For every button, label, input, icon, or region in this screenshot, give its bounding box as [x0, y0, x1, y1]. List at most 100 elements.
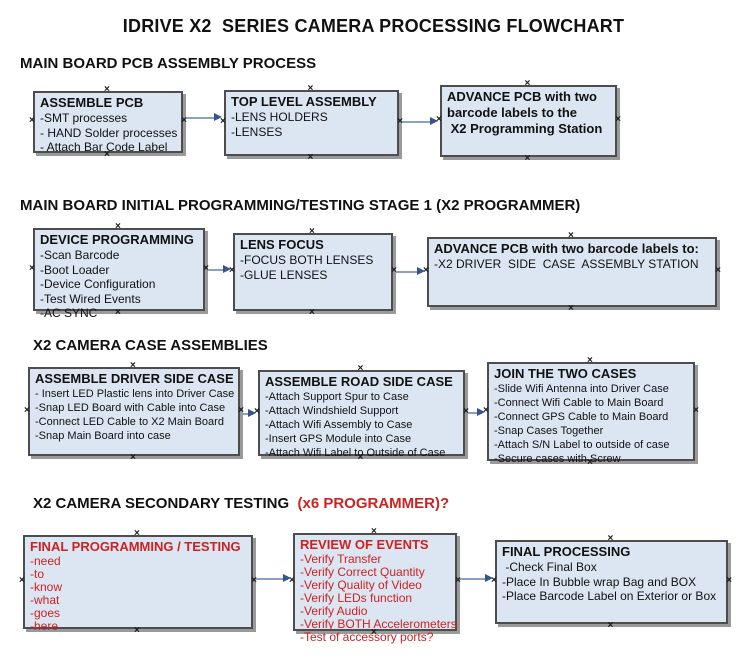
box-line: -Connect Wifi Cable to Main Board — [494, 397, 664, 409]
box-line: -Scan Barcode — [40, 248, 120, 262]
box-line: -Attach Support Spur to Case — [265, 391, 409, 403]
connector-arrow — [256, 574, 291, 582]
connection-handle-icon: × — [693, 404, 699, 416]
box-line: -Insert GPS Module into Case — [265, 433, 412, 445]
connector-line — [468, 412, 482, 414]
connection-handle-icon: × — [19, 575, 25, 586]
connection-handle-icon: × — [615, 114, 621, 125]
box-line: -Device Configuration — [40, 277, 156, 291]
connection-handle-icon: × — [307, 152, 314, 163]
connector-line — [208, 269, 228, 271]
connection-handle-icon: × — [104, 84, 110, 95]
box-line: -Verify Transfer — [300, 552, 382, 566]
section-header-initial-programming: MAIN BOARD INITIAL PROGRAMMING/TESTING S… — [20, 197, 581, 214]
box-line: -Test of accessory ports? — [300, 630, 434, 644]
connection-handle-icon: × — [130, 360, 136, 371]
connection-handle-icon: × — [715, 265, 721, 276]
box-line: -Attach S/N Label to outside of case — [494, 439, 670, 451]
box-line: - Insert LED Plastic lens into Driver Ca… — [35, 388, 235, 400]
box-line: -Verify Audio — [300, 604, 368, 618]
section-header-secondary-testing-black: X2 CAMERA SECONDARY TESTING — [33, 495, 294, 512]
box-line: -what — [30, 593, 60, 607]
box-line: -Verify Quality of Video — [300, 578, 422, 592]
box-line: -LENSES — [231, 124, 283, 139]
box-line: -Slide Wifi Antenna into Driver Case — [494, 383, 669, 395]
box-line: -need — [30, 554, 61, 568]
box-line: -Test Wired Events — [40, 291, 141, 306]
box-title: ADVANCE PCB with two — [447, 89, 597, 104]
connection-handle-icon: × — [371, 526, 377, 537]
arrowhead-icon — [485, 574, 493, 582]
flow-box-final-processing: FINAL PROCESSING -Check Final Box -Place… — [491, 534, 732, 631]
box-line: -Connect GPS Cable to Main Board — [494, 411, 669, 423]
connection-handle-icon: × — [307, 83, 314, 94]
flow-box-join-the-two-cases: JOIN THE TWO CASES -Slide Wifi Antenna i… — [483, 356, 699, 468]
box-line: -Check Final Box — [502, 560, 597, 574]
connector-line — [460, 578, 490, 580]
connection-handle-icon: × — [524, 153, 531, 164]
box-title: ASSEMBLE DRIVER SIDE CASE — [35, 371, 234, 386]
box-title: ASSEMBLE PCB — [40, 95, 144, 110]
connector-arrow — [402, 117, 438, 125]
connector-arrow — [468, 408, 485, 416]
box-line: -Secure cases with Screw — [494, 453, 621, 465]
box-line: - Attach Bar Code Label — [40, 140, 168, 154]
box-line: -GLUE LENSES — [240, 267, 328, 282]
connector-arrow — [186, 113, 222, 121]
box-title: TOP LEVEL ASSEMBLY — [231, 94, 377, 109]
box-title: ADVANCE PCB with two barcode labels to: — [434, 241, 699, 256]
connection-handle-icon: × — [24, 404, 30, 416]
box-title: FINAL PROGRAMMING / TESTING — [30, 539, 241, 554]
arrowhead-icon — [214, 113, 222, 121]
connector-arrow — [243, 409, 256, 417]
box-line: -Verify LEDs function — [300, 591, 413, 605]
box-title: REVIEW OF EVENTS — [300, 537, 429, 552]
box-line: -Snap LED Board with Cable into Case — [35, 402, 226, 414]
connection-handle-icon: × — [29, 115, 35, 126]
connector-arrow — [396, 267, 425, 275]
box-line: -Snap Cases Together — [494, 425, 604, 437]
flow-box-top-level-assembly: TOP LEVEL ASSEMBLY -LENS HOLDERS -LENSES… — [220, 84, 403, 163]
box-line: -Attach Wifi Assembly to Case — [265, 419, 413, 431]
box-line: -FOCUS BOTH LENSES — [240, 253, 374, 267]
flow-box-lens-focus: LENS FOCUS -FOCUS BOTH LENSES -GLUE LENS… — [229, 227, 397, 318]
section-header-secondary-testing-red: (x6 PROGRAMMER)? — [293, 495, 450, 512]
arrowhead-icon — [477, 408, 485, 416]
flow-box-review-of-events: REVIEW OF EVENTS -Verify Transfer -Verif… — [289, 527, 461, 644]
connection-handle-icon: × — [29, 262, 35, 274]
flow-box-advance-pcb-driver-side-station: ADVANCE PCB with two barcode labels to: … — [423, 231, 721, 314]
box-line: -Boot Loader — [40, 262, 110, 277]
box-line: -Snap Main Board into case — [35, 430, 171, 442]
page-title: IDRIVE X2 SERIES CAMERA PROCESSING FLOWC… — [122, 16, 625, 36]
flow-box-assemble-driver-side-case: ASSEMBLE DRIVER SIDE CASE - Insert LED P… — [24, 361, 244, 463]
box-line: -AC SYNC — [40, 306, 98, 320]
box-line: -LENS HOLDERS — [231, 110, 328, 124]
box-line: -Connect LED Cable to X2 Main Board — [35, 416, 224, 428]
arrowhead-icon — [223, 265, 231, 273]
box-title: ASSEMBLE ROAD SIDE CASE — [265, 374, 453, 389]
connection-handle-icon: × — [130, 452, 136, 463]
connection-handle-icon: × — [587, 355, 593, 366]
box-line: -Verify BOTH Accelerometers — [300, 617, 457, 631]
flow-box-assemble-pcb: ASSEMBLE PCB -SMT processes - HAND Solde… — [29, 85, 187, 160]
connection-handle-icon: × — [115, 221, 121, 232]
box-line: -Place In Bubble wrap Bag and BOX — [502, 574, 697, 589]
connection-handle-icon: × — [607, 533, 614, 544]
box-line: -SMT processes — [40, 111, 128, 125]
flow-box-device-programming: DEVICE PROGRAMMING -Scan Barcode -Boot L… — [29, 222, 209, 321]
section-header-secondary-testing: X2 CAMERA SECONDARY TESTING (x6 PROGRAMM… — [33, 495, 449, 512]
box-line: -goes — [30, 606, 61, 620]
arrowhead-icon — [417, 267, 425, 275]
connector-line — [256, 578, 288, 580]
section-header-case-assemblies: X2 CAMERA CASE ASSEMBLIES — [33, 337, 268, 354]
box-title: LENS FOCUS — [240, 237, 324, 252]
box-line: -here — [30, 619, 59, 633]
connection-handle-icon: × — [357, 363, 364, 374]
box-line: barcode labels to the — [447, 105, 578, 120]
box-line: -Verify Correct Quantity — [300, 565, 425, 579]
flow-box-final-programming-testing: FINAL PROGRAMMING / TESTING -need -to -k… — [19, 529, 257, 636]
box-title: DEVICE PROGRAMMING — [40, 232, 194, 247]
arrowhead-icon — [248, 409, 256, 417]
arrowhead-icon — [430, 117, 438, 125]
box-line: -Attach Wifi Label to Outside of Case — [265, 447, 446, 459]
